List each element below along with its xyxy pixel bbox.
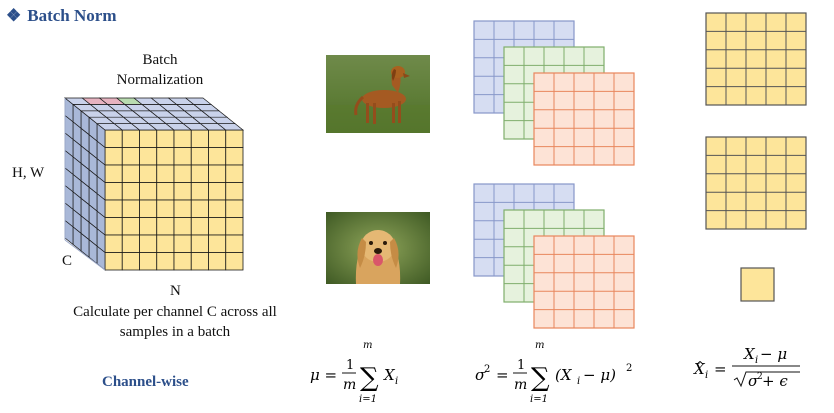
norm-numerator-sub: i [755, 355, 758, 366]
section-title: ❖ Batch Norm [6, 6, 116, 26]
cube-front-cell [225, 252, 244, 271]
cube-description-line1: Calculate per channel C across all [73, 304, 277, 320]
var-numerator: 1 [517, 358, 525, 373]
cube-description-line2: samples in a batch [119, 324, 231, 340]
mean-sum-lower: i=1 [359, 394, 377, 405]
var-sum-upper: m [535, 340, 544, 351]
sum-symbol-2: ∑ [531, 363, 550, 393]
var-term-rest: − μ) [583, 366, 616, 384]
mean-denominator: m [343, 377, 356, 393]
diamond-cluster-icon: ❖ [6, 6, 22, 25]
var-denominator: m [514, 377, 527, 393]
dog-photo-brown [326, 55, 430, 133]
cube-caption-line1: Batch [142, 52, 178, 68]
output-scalar-cell [740, 267, 775, 302]
var-term: (X [555, 366, 573, 384]
mean-sum-upper: m [363, 340, 372, 351]
stack-bottom-orange-plane-bg [533, 235, 635, 329]
cube-caption: Batch Normalization [105, 50, 215, 90]
cube-top-cell [184, 97, 212, 105]
stack-top-orange-plane-bg [533, 72, 635, 166]
formula-normalize: ^ X i = X i − μ σ 2 + ϵ [693, 345, 800, 390]
output-top-bg [705, 12, 807, 106]
mean-term-sub: i [395, 376, 398, 387]
var-sum-lower: i=1 [530, 394, 548, 405]
var-eq: = [496, 366, 509, 384]
norm-numerator: X [743, 345, 756, 363]
norm-denominator-rest: + ϵ [762, 372, 788, 390]
cube-description: Calculate per channel C across all sampl… [55, 302, 295, 342]
channel-wise-label: Channel-wise [102, 374, 189, 390]
axis-label-n: N [170, 283, 181, 299]
var-lhs: σ [475, 366, 486, 384]
norm-denominator: σ [748, 372, 759, 390]
sum-symbol: ∑ [360, 363, 379, 393]
norm-eq: = [714, 360, 727, 378]
mean-lhs: μ = [310, 366, 337, 384]
mean-numerator: 1 [346, 358, 354, 373]
var-lhs-sup: 2 [484, 364, 490, 375]
norm-lhs: X [693, 360, 706, 378]
output-middle-bg [705, 136, 807, 230]
norm-numerator-rest: − μ [760, 345, 787, 363]
mean-term: X [383, 366, 396, 384]
axis-label-hw: H, W [12, 165, 45, 181]
formula-variance: σ 2 = 1 m m ∑ i=1 (X i − μ) 2 [475, 340, 632, 405]
batch-cube-diagram [64, 97, 244, 271]
section-title-text: Batch Norm [27, 6, 117, 25]
axis-label-c: C [62, 253, 73, 269]
norm-lhs-sub: i [705, 370, 708, 381]
formula-mean: μ = 1 m m ∑ i=1 X i [310, 340, 398, 405]
hat-accent: ^ [695, 359, 705, 373]
var-term-sup: 2 [626, 363, 632, 374]
formulas: μ = 1 m m ∑ i=1 X i σ 2 = 1 m m ∑ i=1 (X… [310, 340, 800, 405]
dog-photo-golden [326, 212, 430, 284]
axis-line-c [64, 239, 106, 271]
norm-denominator-sup: 2 [757, 372, 763, 382]
var-term-sub: i [577, 376, 580, 387]
cube-caption-line2: Normalization [116, 72, 204, 88]
